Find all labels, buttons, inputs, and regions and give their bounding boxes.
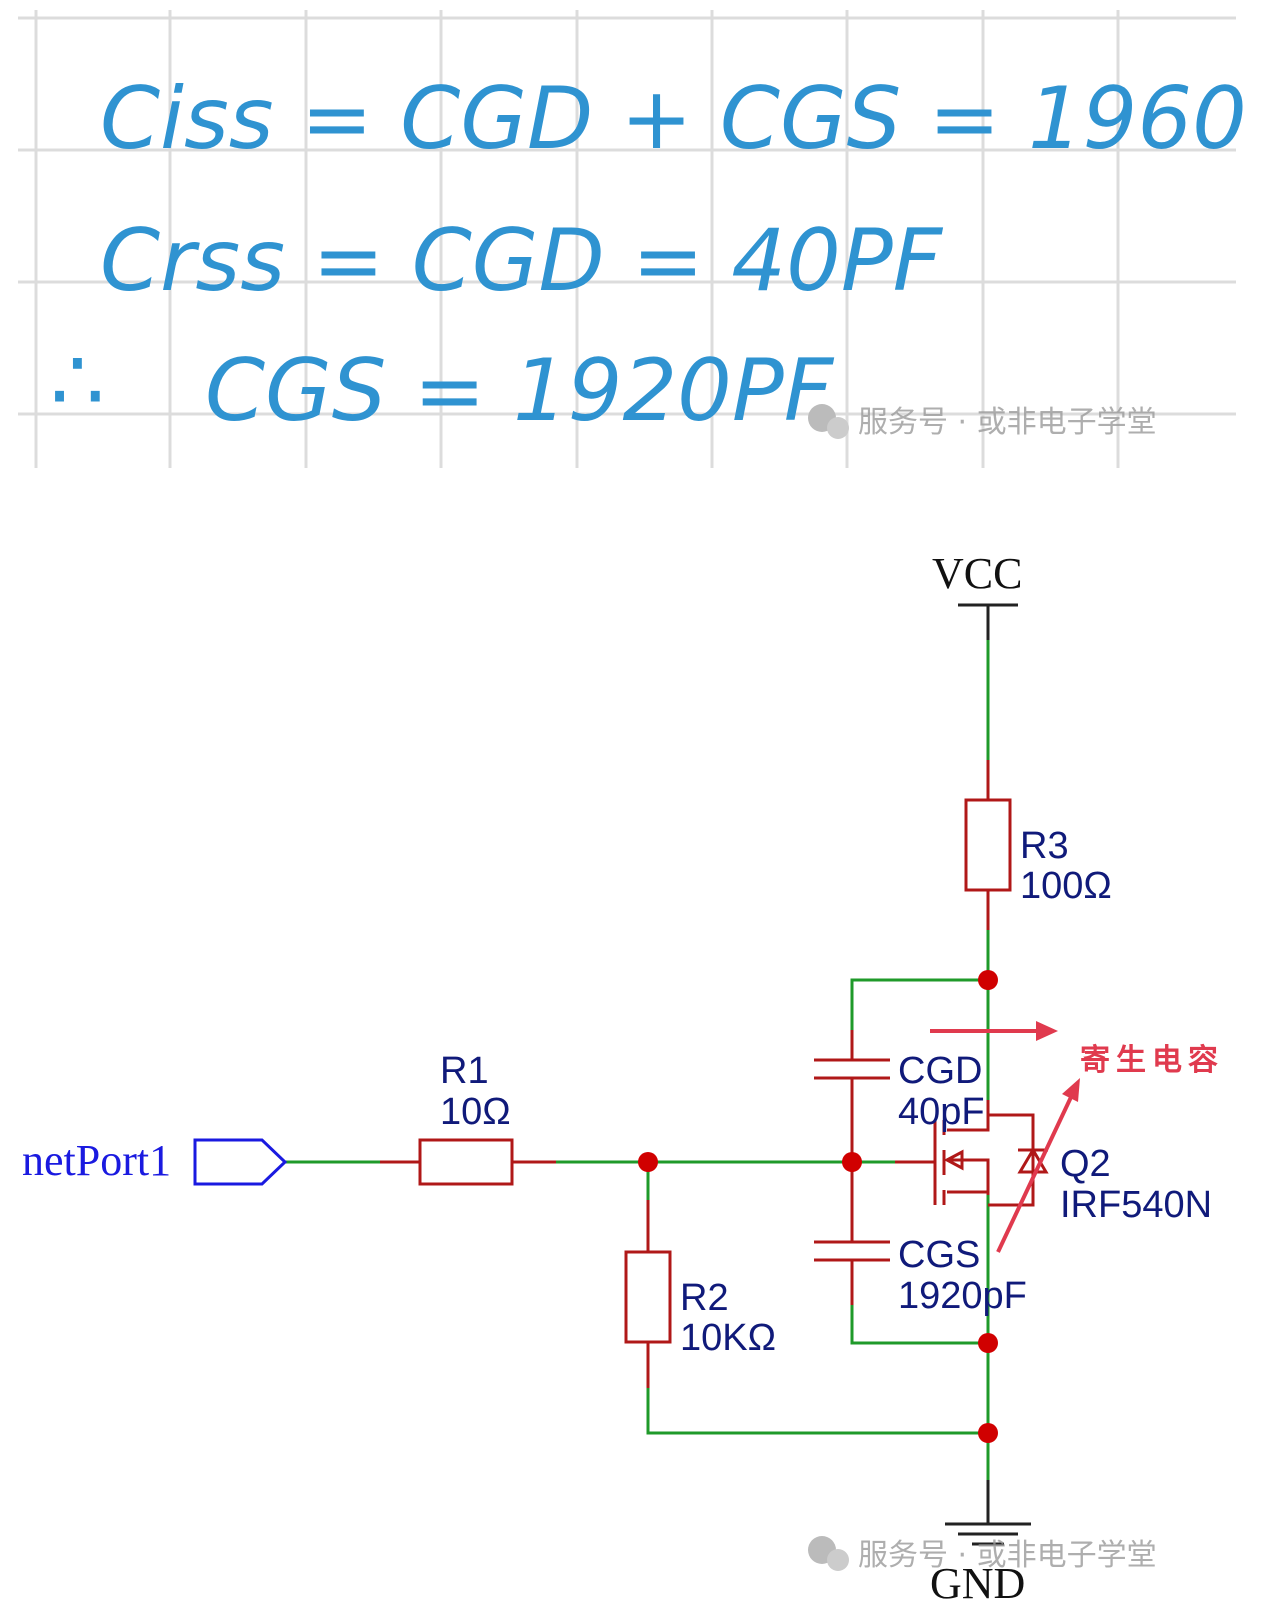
components: [380, 603, 1049, 1388]
r1-ref: R1: [440, 1050, 489, 1092]
vcc-label: VCC: [932, 549, 1022, 598]
note-line-3: CGS = 1920PF: [205, 341, 835, 441]
r3-body: [964, 798, 1012, 892]
note-line-1: Ciss = CGD + CGS = 1960 PF: [100, 69, 1272, 169]
gnd-label: GND: [930, 1559, 1025, 1608]
net-port-label: netPort1: [22, 1136, 171, 1185]
q2-ref: Q2: [1060, 1143, 1111, 1185]
cgd-ref: CGD: [898, 1050, 982, 1092]
cgd-value: 40pF: [898, 1091, 985, 1133]
q2-value: IRF540N: [1060, 1184, 1212, 1226]
junctions: [638, 970, 998, 1443]
r2-body: [624, 1250, 672, 1344]
note-line-2: Crss = CGD = 40PF: [100, 211, 944, 311]
watermark-bottom: 服务号 · 或非电子学堂: [808, 1536, 1157, 1573]
grid-paper: [18, 10, 1236, 468]
r2-ref: R2: [680, 1277, 729, 1319]
therefore-symbol: ∴: [50, 331, 105, 431]
svg-text:服务号 · 或非电子学堂: 服务号 · 或非电子学堂: [858, 405, 1157, 440]
cgs-value: 1920pF: [898, 1275, 1027, 1317]
gnd-symbol: [945, 1480, 1031, 1546]
r2-value: 10KΩ: [680, 1317, 776, 1359]
svg-text:服务号 · 或非电子学堂: 服务号 · 或非电子学堂: [858, 1538, 1157, 1573]
parasitic-capacitance-label: 寄生电容: [1080, 1043, 1224, 1078]
r3-value: 100Ω: [1020, 865, 1112, 907]
r3-ref: R3: [1020, 825, 1069, 867]
net-port-symbol: [193, 1138, 288, 1186]
cgs-ref: CGS: [898, 1234, 980, 1276]
annotation-arrows: [930, 1021, 1080, 1253]
watermark-top: 服务号 · 或非电子学堂: [808, 404, 1157, 440]
r1-value: 10Ω: [440, 1091, 511, 1133]
r1-body: [418, 1138, 514, 1186]
